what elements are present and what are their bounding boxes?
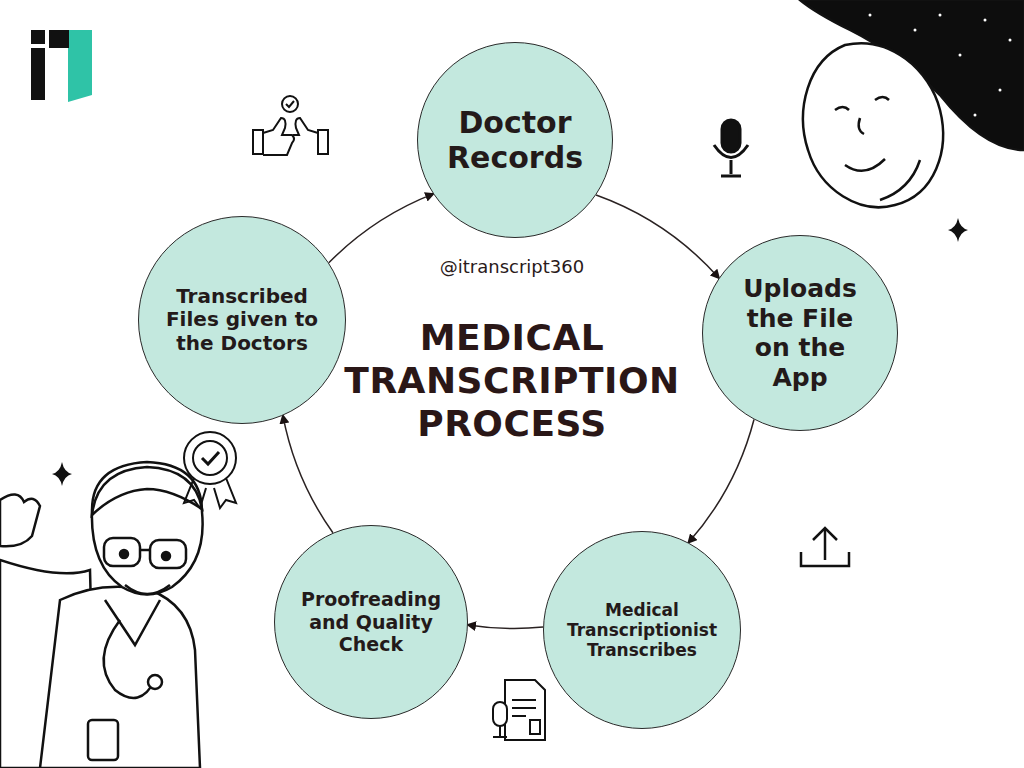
flow-arrow — [283, 416, 333, 533]
step-text: Transcribed Files given to the Doctors — [155, 285, 330, 356]
person-illustration — [800, 0, 1024, 207]
step-text: Doctor Records — [437, 105, 594, 176]
step-text: Uploads the File on the App — [728, 274, 873, 392]
upload-icon — [801, 528, 849, 566]
dictation-document-icon — [493, 680, 545, 740]
process-circle: Proofreading and Quality Check — [274, 525, 468, 719]
flow-arrow — [596, 195, 719, 278]
step-text: Proofreading and Quality Check — [294, 588, 449, 655]
sparkle — [52, 462, 72, 486]
flow-arrow — [468, 625, 543, 629]
process-circle: Medical Transcriptionist Transcribes — [543, 531, 741, 729]
process-circle: Transcribed Files given to the Doctors — [138, 216, 346, 424]
diagram-title: MEDICAL TRANSCRIPTION PROCESS — [322, 316, 702, 446]
certificate-badge-icon — [184, 432, 236, 508]
process-circle: Doctor Records — [417, 42, 613, 238]
process-circle: Uploads the File on the App — [702, 235, 898, 431]
flow-arrow — [329, 194, 433, 263]
flow-arrow — [689, 420, 755, 543]
microphone-icon — [714, 120, 748, 176]
thumbs-up-icon — [253, 96, 328, 155]
brand-logo — [31, 30, 92, 102]
handle-label: @itranscript360 — [362, 256, 662, 277]
step-text: Medical Transcriptionist Transcribes — [553, 600, 731, 660]
sparkle — [948, 218, 968, 242]
doctor-illustration — [0, 462, 203, 768]
